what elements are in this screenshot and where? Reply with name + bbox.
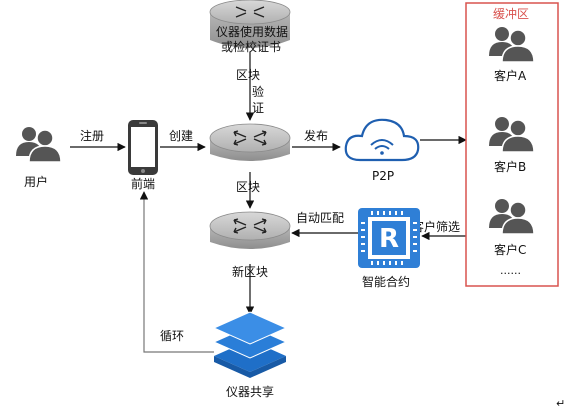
node-new-block: 新区块 (209, 211, 291, 279)
client-a: 客户A (488, 26, 535, 83)
paragraph-mark: ↵ (556, 397, 565, 410)
node-smart-contract-label: 智能合约 (362, 274, 410, 289)
edge-label-auto-match: 自动匹配 (296, 211, 344, 225)
node-cert-router: 仪器使用数据 或检校证书 (209, 0, 291, 54)
buffer-border (465, 2, 559, 287)
users-icon (488, 116, 535, 153)
users-icon (488, 26, 535, 63)
node-p2p-label: P2P (372, 169, 394, 183)
edge-label-block-verify-3: 证 (252, 101, 264, 115)
buffer-more: ...... (500, 264, 521, 277)
node-frontend: 前端 (128, 120, 158, 191)
client-c: 客户C (488, 198, 535, 257)
client-b-label: 客户B (494, 159, 526, 174)
edge-label-publish: 发布 (304, 128, 328, 143)
edge-loop (139, 191, 214, 353)
node-main-router (209, 123, 291, 162)
buffer-title: 缓冲区 (493, 6, 529, 21)
router-icon (209, 211, 291, 250)
node-user-label: 用户 (24, 174, 48, 189)
node-cert-router-line2: 或检校证书 (221, 39, 281, 54)
client-a-label: 客户A (494, 68, 527, 83)
edge-label-create: 创建 (169, 129, 193, 143)
edge-label-loop: 循环 (160, 329, 184, 343)
smartphone-icon (128, 120, 158, 175)
node-instrument-share-label: 仪器共享 (226, 384, 274, 399)
stacked-layers-icon (212, 311, 288, 378)
client-c-label: 客户C (494, 242, 526, 257)
users-icon (488, 198, 535, 235)
node-frontend-label: 前端 (131, 176, 155, 191)
node-user: 用户 (15, 126, 62, 189)
users-icon (15, 126, 62, 163)
chip-r-icon: R (358, 208, 420, 268)
router-icon (235, 6, 265, 18)
edge-label-block-down: 区块 (236, 180, 260, 194)
client-b: 客户B (488, 116, 535, 174)
edge-label-client-filter: 客户筛选 (412, 219, 460, 234)
router-icon (209, 123, 291, 162)
cloud-wifi-icon (344, 118, 420, 162)
node-cert-router-line1: 仪器使用数据 (216, 24, 288, 39)
node-smart-contract: R 智能合约 (358, 208, 420, 289)
edge-label-register: 注册 (80, 128, 104, 143)
node-p2p: P2P (344, 118, 420, 183)
edge-label-block-verify-2: 验 (252, 84, 264, 99)
svg-text:R: R (379, 224, 399, 254)
buffer-panel: 缓冲区 客户A 客户B 客户C ...... (465, 2, 559, 287)
node-new-block-label: 新区块 (232, 264, 268, 279)
edge-label-block-verify-1: 区块 (236, 68, 260, 82)
node-instrument-share: 仪器共享 (212, 311, 288, 399)
